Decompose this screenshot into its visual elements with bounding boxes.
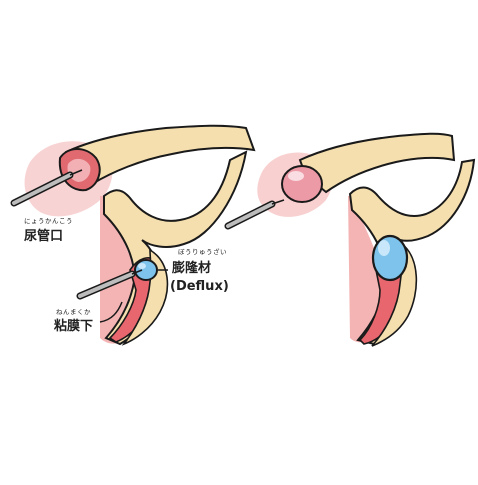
post-injection-orifice-panel [228, 134, 454, 226]
submucosa-label: 粘膜下 [53, 318, 93, 334]
bulking-agent-ruby: ぼうりゅうざい [178, 247, 227, 256]
ureter-tube-2 [300, 134, 454, 192]
bulging-orifice-icon [282, 166, 322, 202]
ureteral-orifice-label: 尿管口 [24, 228, 63, 244]
bulking-agent-label: 膨隆材 [171, 260, 211, 276]
deflux-highlight-small [138, 263, 146, 269]
deflux-highlight-large [378, 240, 390, 256]
bulking-agent-sub: (Deflux) [170, 279, 229, 294]
post-injection-cross-section-panel [348, 160, 474, 346]
deflux-bubble-large [373, 236, 407, 280]
submucosa-ruby: ねんまくか [56, 308, 91, 316]
deflux-bubble-small [135, 260, 157, 280]
ureteral-orifice-ruby: にょうかんこう [24, 217, 73, 225]
